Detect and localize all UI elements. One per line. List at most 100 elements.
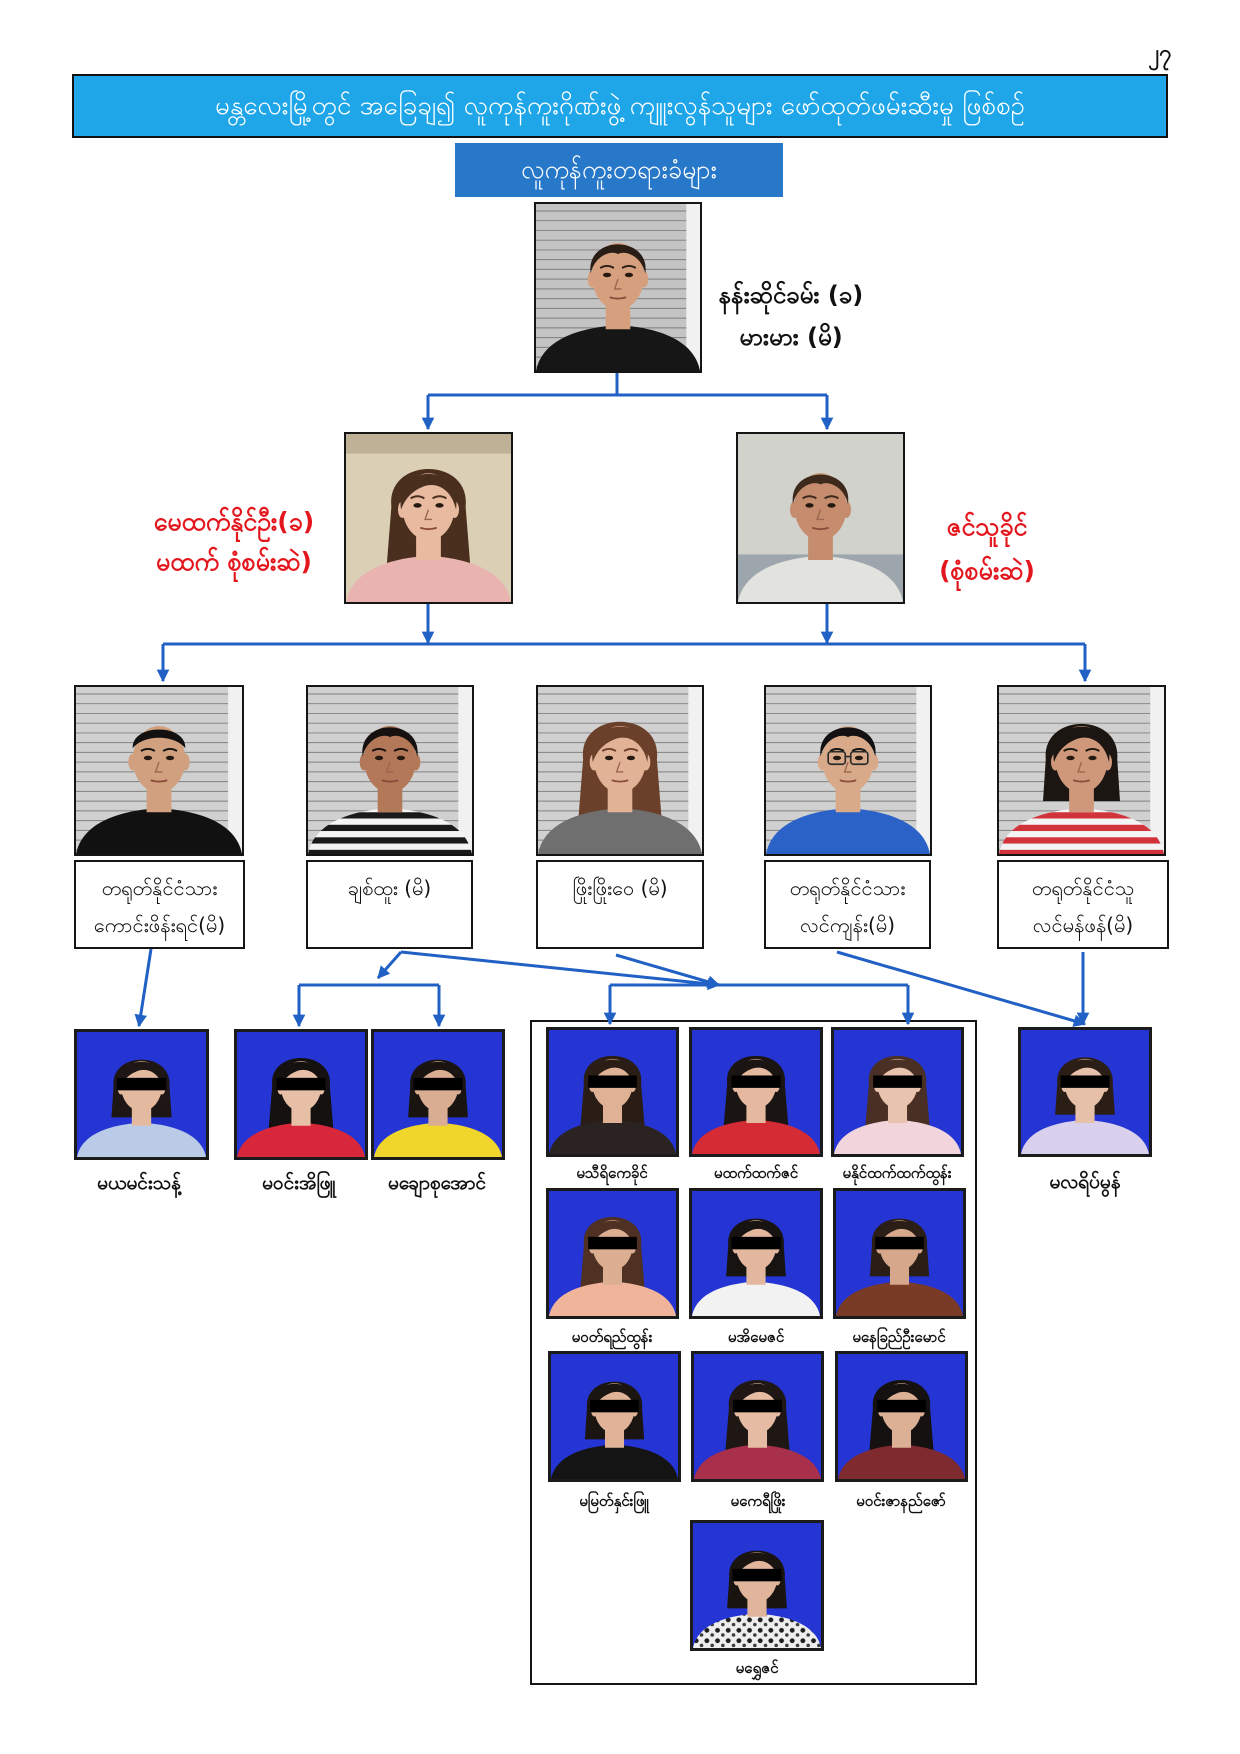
eye: [827, 503, 836, 508]
victim-photo: [371, 1029, 505, 1160]
victim-name: မသီရိကေခိုင်: [576, 1164, 648, 1182]
member-label-2: ချစ်ထူး (မိ): [306, 860, 473, 949]
portrait-image: [551, 1354, 678, 1479]
hair-fringe: [735, 1383, 780, 1411]
leader-photo: [534, 202, 702, 373]
shirt: [693, 1613, 821, 1648]
member-photo-1: [74, 685, 244, 856]
arrow-member2-to-group: [400, 950, 721, 991]
censor-bar: [733, 1399, 782, 1413]
member-name: ကောင်းဖိန်းရင်(မိ): [93, 913, 226, 937]
arrow-member1-to-victim: [134, 948, 153, 1028]
victim-photo: [833, 1188, 966, 1319]
lieutenant-photo-left: [344, 432, 513, 604]
shirt: [536, 325, 700, 371]
member-photo-2: [306, 685, 474, 856]
glasses-lens: [827, 750, 847, 766]
censor-bar: [732, 1568, 782, 1582]
eye: [165, 755, 175, 761]
lieutenant-label-right: ဇင်သူခိုင် (စုံစမ်းဆဲ): [907, 505, 1067, 593]
victim-name: မဝတ်ရည်ထွန်း: [571, 1328, 653, 1346]
member-photo-3: [536, 685, 704, 856]
page-title: မန္တလေးမြို့တွင် အခြေချ၍ လူကုန်ကူးဂိုဏ်း…: [215, 91, 1025, 121]
hair-fringe: [119, 1061, 164, 1089]
face: [592, 242, 644, 310]
lieutenant-photo-right: [736, 432, 905, 604]
section-heading: လူကုန်ကူးတရားခံများ: [521, 155, 717, 184]
hair-fringe: [1053, 726, 1110, 763]
hair-fringe: [416, 1061, 460, 1089]
section-heading-banner: လူကုန်ကူးတရားခံများ: [455, 143, 783, 197]
victim-name: မချောစုအောင်: [388, 1172, 486, 1194]
nose: [816, 509, 824, 521]
victim-photo: [546, 1188, 679, 1319]
portrait-image: [693, 1523, 821, 1648]
height-chart-edge: [228, 687, 242, 854]
member-label-5: တရုတ်နိုင်ငံသူ လင်မန်ဖန်(မိ): [997, 860, 1169, 949]
mouth: [150, 779, 168, 783]
victim-photo: [691, 1351, 824, 1482]
nose: [424, 509, 432, 521]
eyebrow: [824, 495, 839, 500]
page-number: ၂၇: [1148, 41, 1172, 66]
censor-bar: [731, 1075, 781, 1088]
victim-photo: [690, 1520, 824, 1651]
nose: [1077, 761, 1085, 773]
eyebrow: [829, 747, 845, 752]
shirt: [999, 808, 1164, 854]
eyebrow: [621, 264, 637, 269]
portrait-image: [76, 687, 242, 854]
lieutenant-status: (စုံစမ်းဆဲ): [939, 556, 1035, 585]
nose: [154, 761, 163, 773]
lieutenant-name: မေထက်နိုင်ဦး(ခ): [153, 507, 315, 536]
member-nationality: တရုတ်နိုင်ငံသား: [101, 876, 218, 900]
eyebrow: [371, 747, 387, 752]
height-chart-edge: [686, 204, 700, 371]
eye: [602, 272, 612, 278]
lieutenant-status: မထက် စုံစမ်းဆဲ): [156, 547, 312, 576]
leader-label: နန်းဆိုင်ခမ်း (ခ) မားမား (မိ): [706, 274, 876, 358]
eye: [624, 272, 634, 278]
nose: [613, 278, 622, 290]
portrait-image: [838, 1354, 965, 1479]
hair-fringe: [734, 1220, 778, 1248]
mouth: [611, 779, 629, 783]
eye: [413, 503, 422, 508]
mouth: [381, 779, 399, 783]
nose: [843, 761, 852, 773]
victim-group-frame: [530, 1020, 977, 1685]
victim-photo: [74, 1029, 209, 1160]
portrait-image: [738, 434, 903, 602]
shirt: [551, 1444, 678, 1479]
portrait-image: [692, 1191, 820, 1316]
victim-photo: [548, 1351, 681, 1482]
portrait-image: [308, 687, 472, 854]
face: [364, 725, 416, 793]
eye: [396, 755, 406, 761]
face: [132, 725, 186, 793]
portrait-image: [549, 1030, 676, 1154]
shirt: [77, 1122, 206, 1157]
eyebrow: [1085, 747, 1100, 752]
censor-bar: [873, 1075, 922, 1088]
hair: [362, 727, 418, 757]
portrait-image: [1021, 1030, 1149, 1154]
nose: [615, 761, 624, 773]
shirt: [1021, 1119, 1149, 1154]
victim-name: မကေရီဖြိုး: [730, 1492, 786, 1510]
portrait-image: [836, 1191, 963, 1316]
eye: [143, 755, 153, 761]
victim-name: မနေခြည်ဦးမောင်: [852, 1328, 946, 1346]
leader-alias: မားမား (မိ): [739, 323, 843, 351]
lieutenant-name: ဇင်သူခိုင်: [946, 512, 1028, 541]
shirt: [538, 808, 702, 854]
height-chart-edge: [1150, 687, 1164, 854]
hair: [132, 729, 186, 749]
shirt: [237, 1122, 365, 1157]
arrow-member2-to-left-pair: [376, 951, 403, 979]
portrait-image: [536, 204, 700, 371]
portrait-image: [766, 687, 930, 854]
censor-bar: [276, 1077, 326, 1091]
height-chart-edge: [458, 687, 472, 854]
victim-name: မယမင်းသန့်: [97, 1172, 181, 1194]
